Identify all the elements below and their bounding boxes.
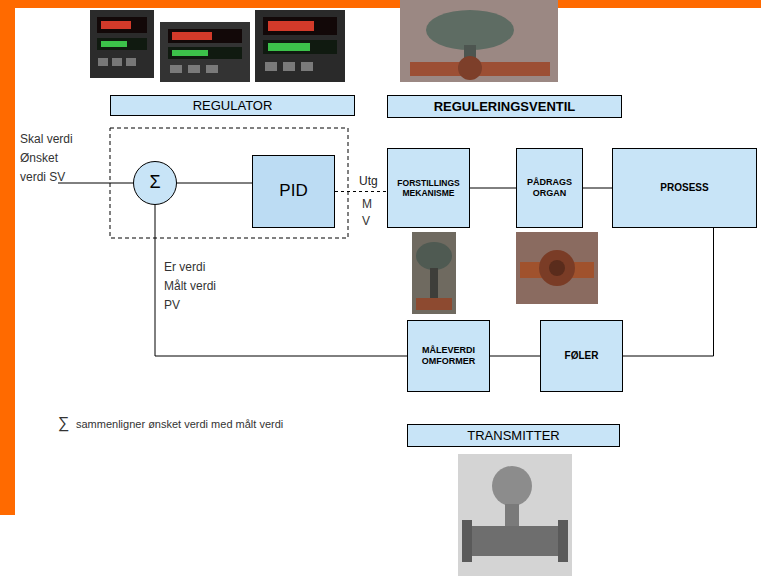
section-label: REGULATOR — [110, 95, 355, 117]
setpoint-line — [58, 183, 133, 184]
connector-line — [177, 183, 252, 184]
signal-label: M — [362, 197, 372, 211]
photo-ground — [400, 0, 558, 82]
node-text: FØLER — [544, 350, 619, 362]
node-text: REGULATOR — [113, 98, 352, 114]
controller-box: PID — [252, 155, 335, 228]
controller-button — [98, 58, 108, 66]
flow-tube — [466, 526, 564, 556]
controller-button — [112, 58, 122, 66]
connector-line — [470, 188, 516, 189]
photo-ground — [458, 454, 572, 576]
actuator-stem — [430, 268, 438, 298]
circle-shape — [134, 162, 177, 205]
flange — [558, 520, 568, 562]
converter-box: MÅLEVERDI OMFORMER — [407, 320, 490, 392]
controller-button — [188, 65, 200, 73]
controller-button — [206, 65, 218, 73]
photo-ground — [412, 232, 456, 314]
signal-label: Er verdi Målt verdi PV — [164, 258, 226, 315]
controller-display — [263, 17, 337, 35]
node-text: PID — [256, 181, 331, 201]
transmitter-neck — [505, 504, 519, 526]
signal-label: Skal verdi Ønsket verdi SV — [20, 130, 80, 187]
final-element-box: PÅDRAGS ORGAN — [516, 148, 583, 228]
section-label: REGULERINGSVENTIL — [387, 95, 622, 118]
controller-digits — [101, 41, 127, 47]
connector-line — [583, 188, 612, 189]
controller-button — [301, 62, 313, 71]
controller-digits — [172, 50, 208, 56]
edge-label: Utg — [357, 174, 380, 188]
actuator-dome — [416, 242, 452, 270]
node-text: MÅLEVERDI OMFORMER — [411, 345, 486, 367]
controller-display — [168, 29, 242, 43]
actuator-flange — [416, 298, 452, 310]
controller-button — [170, 65, 182, 73]
process-box: PROSESS — [612, 148, 757, 228]
node-text: PÅDRAGS ORGAN — [520, 177, 579, 199]
controller-digits — [268, 43, 310, 51]
controller-button — [283, 62, 295, 71]
valve-photo — [400, 0, 558, 82]
node-text: Σ — [133, 172, 177, 194]
node-text: REGULERINGSVENTIL — [390, 99, 619, 115]
valve-seat — [549, 260, 565, 276]
controller-display — [168, 47, 242, 59]
orange-band — [0, 0, 15, 515]
connector-line — [335, 191, 387, 192]
controller-photo — [90, 10, 345, 82]
connector-line — [490, 356, 540, 357]
controller-display — [97, 38, 147, 50]
section-label: TRANSMITTER — [407, 424, 620, 447]
controller-digits — [101, 21, 131, 29]
final-element-photo — [516, 232, 598, 304]
controller-body — [255, 10, 345, 82]
node-text: TRANSMITTER — [410, 428, 617, 444]
controller-display — [97, 17, 147, 33]
connector-line — [623, 228, 714, 356]
controller-body — [160, 22, 250, 82]
controller-digits — [172, 32, 212, 40]
controller-display — [263, 40, 337, 54]
valve-body — [539, 250, 575, 286]
controller-button — [265, 62, 277, 71]
transmitter-head — [492, 466, 532, 506]
controller-body — [90, 10, 154, 78]
sensor-box: FØLER — [540, 320, 623, 392]
node-text: FORSTILLINGS MEKANISME — [391, 178, 466, 198]
valve-body — [458, 56, 482, 80]
valve-actuator — [426, 10, 514, 50]
node-text: PROSESS — [616, 182, 753, 194]
controller-button — [126, 58, 136, 66]
photo-ground — [516, 232, 598, 304]
orange-band — [0, 0, 761, 8]
actuator-box: FORSTILLINGS MEKANISME — [387, 148, 470, 228]
note-text: sammenligner ønsket verdi med målt verdi — [76, 417, 283, 431]
signal-label: V — [362, 214, 370, 228]
summing-junction: Σ — [133, 161, 177, 205]
controller-digits — [268, 21, 314, 31]
flange — [462, 520, 472, 562]
sum-symbol: ∑ — [58, 414, 69, 432]
regulator-boundary — [110, 128, 348, 238]
actuator-photo — [412, 232, 456, 314]
transmitter-photo — [458, 454, 572, 576]
